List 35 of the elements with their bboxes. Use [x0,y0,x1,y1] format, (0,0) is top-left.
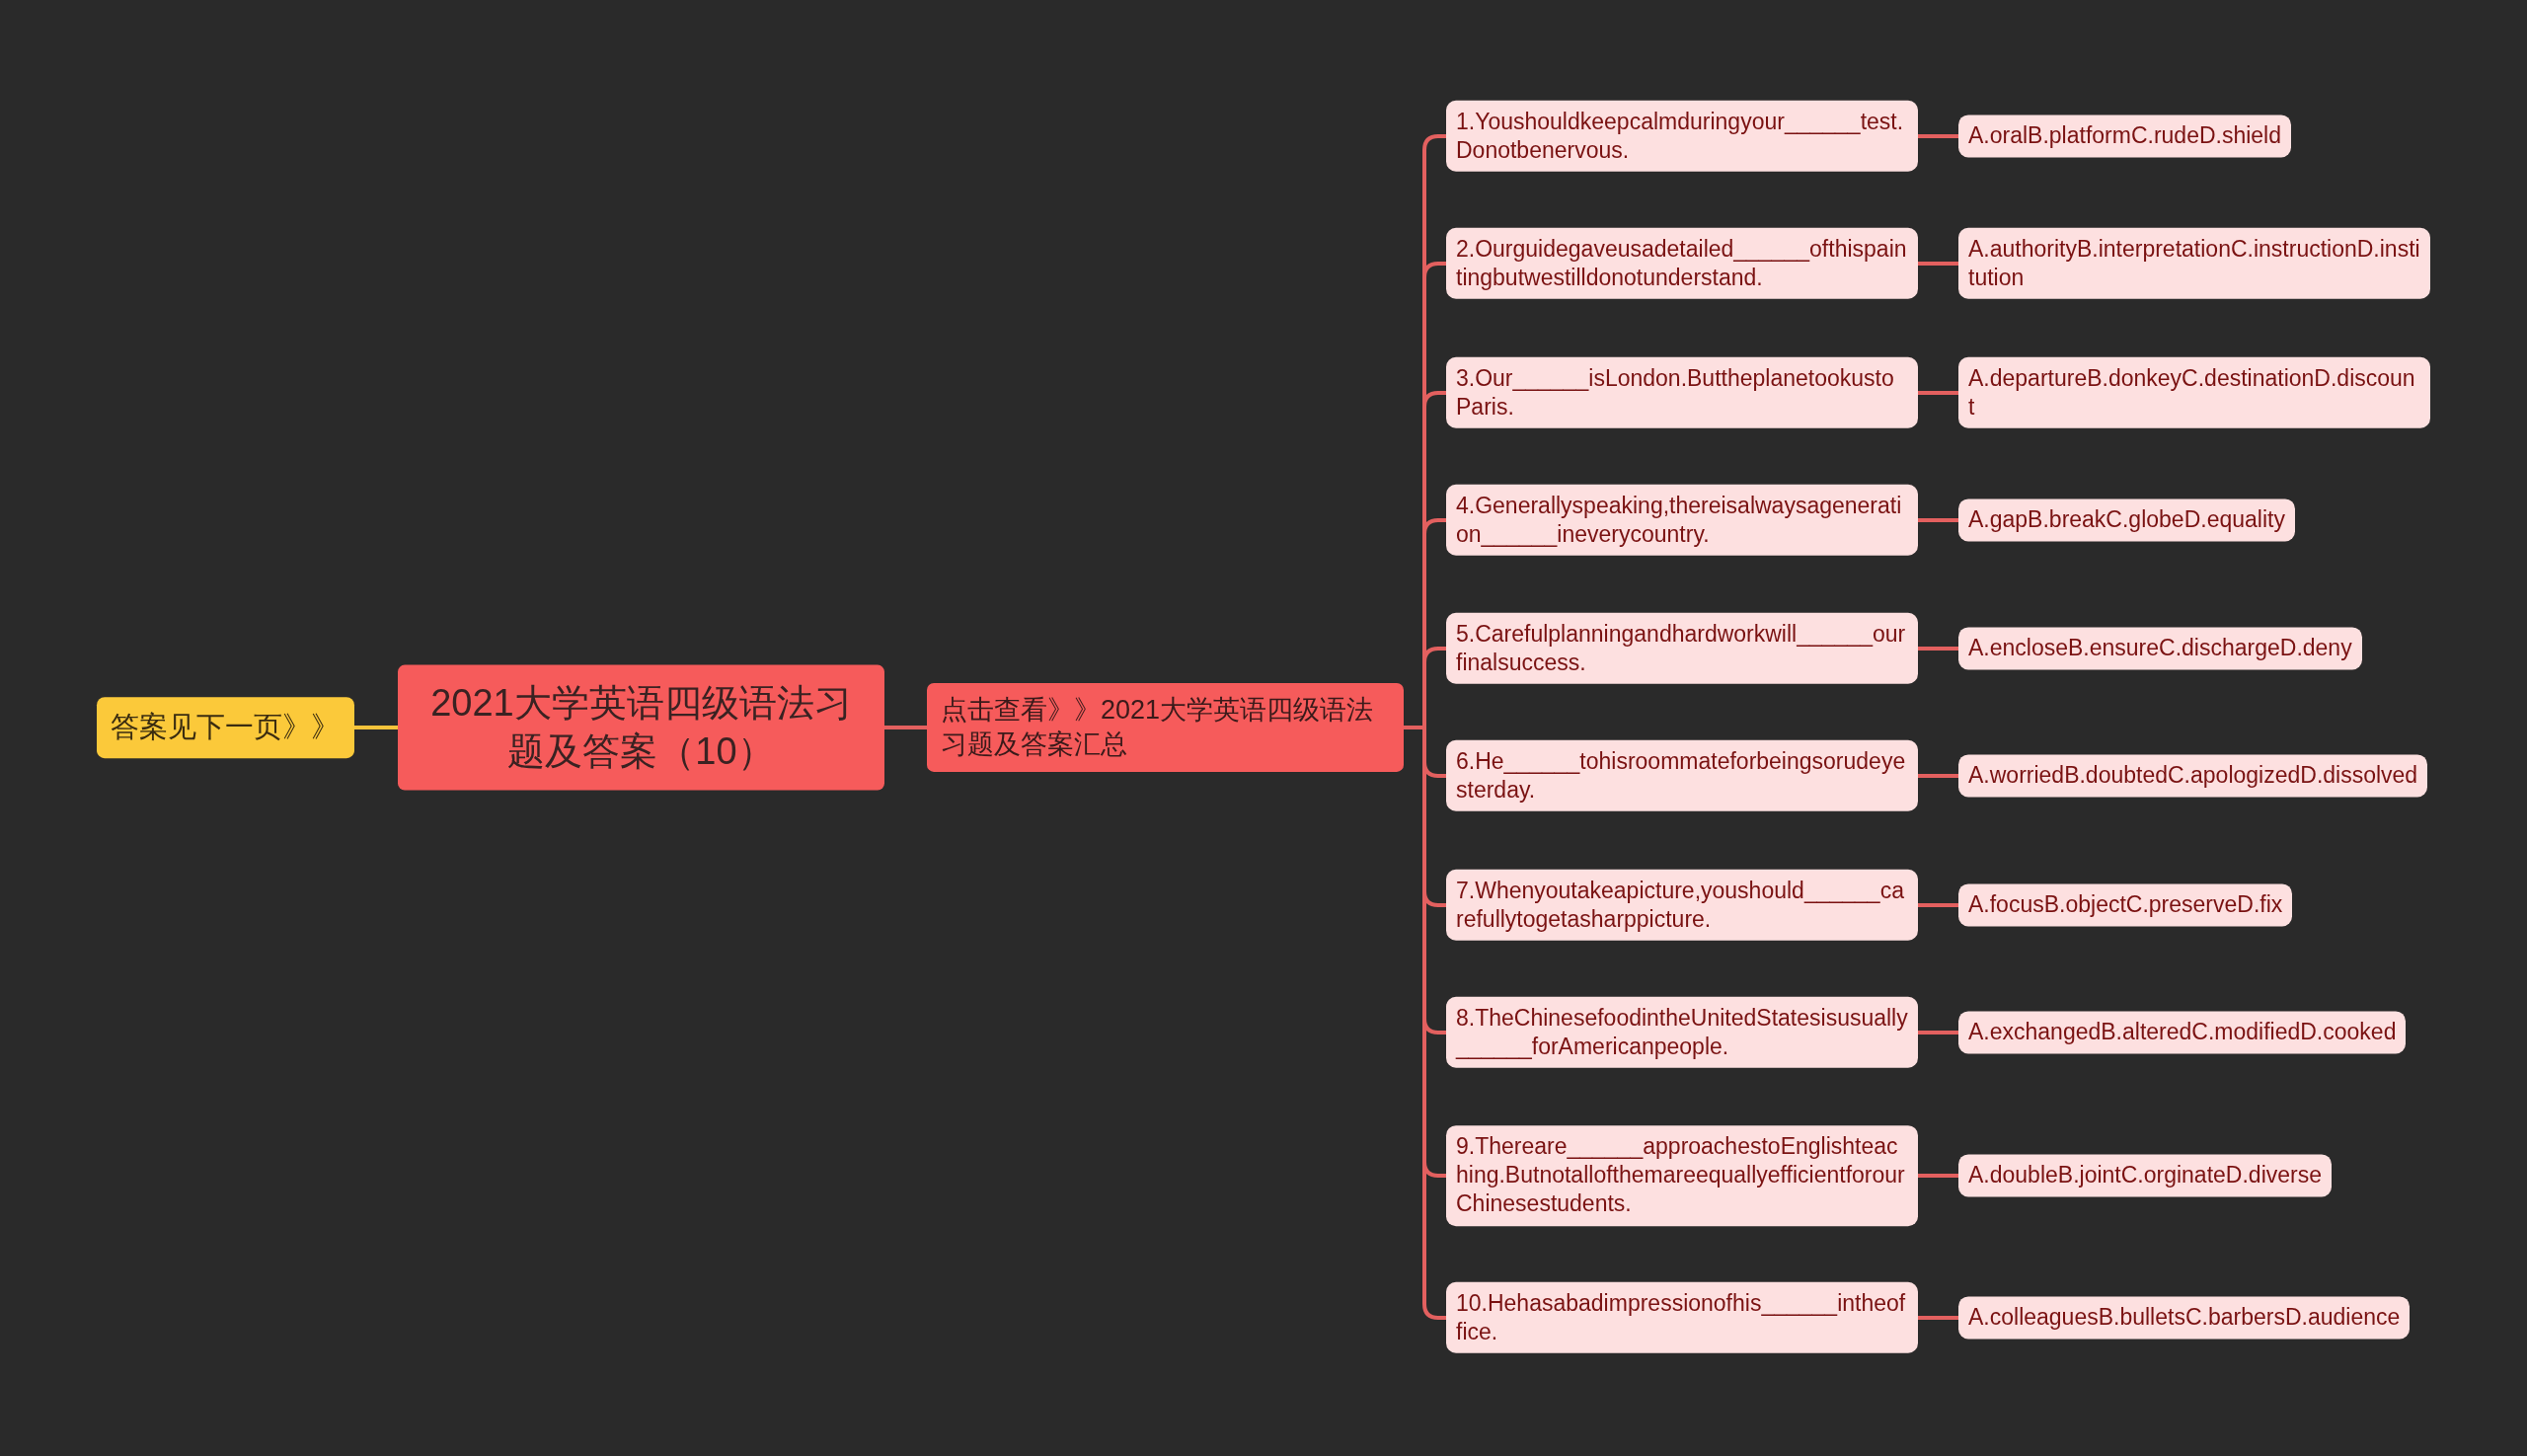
connector-line [354,726,398,729]
connector-line [1918,262,1958,266]
question-box: 7.Whenyoutakeapicture,youshould______carefullytogetasharppicture. [1446,869,1918,942]
answer-options-box: A.exchangedB.alteredC.modifiedD.cooked [1958,1011,2407,1054]
question-box: 6.He______tohisroommateforbeingsorudeyesterday. [1446,739,1918,812]
connector-line [1918,518,1958,522]
question-box: 3.Our______isLondon.ButtheplanetookustoParis. [1446,356,1918,429]
question-box: 2.Ourguidegaveusadetailed______ofthispaintingbutwestilldonotunderstand. [1446,227,1918,300]
question-box: 8.TheChinesefoodintheUnitedStatesisusually______forAmericanpeople. [1446,996,1918,1069]
answer-options-box: A.departureB.donkeyC.destinationD.discount [1958,356,2430,429]
answer-options-box: A.colleaguesB.bulletsC.barbersD.audience [1958,1296,2411,1340]
connector-line [1918,1174,1958,1178]
connector-line [1918,903,1958,907]
question-box: 9.Thereare______approachestoEnglishteaching.ButnotallofthemareequallyefficientforourChinesestudents. [1446,1125,1918,1226]
question-box: 10.Hehasabadimpressionofhis______intheoffice. [1446,1281,1918,1354]
answer-options-box: A.worriedB.doubtedC.apologizedD.dissolved [1958,754,2428,798]
connector-line [1918,647,1958,651]
connector-line [884,726,927,729]
question-box: 5.Carefulplanningandhardworkwill______ourfinalsuccess. [1446,612,1918,685]
answer-options-box: A.doubleB.jointC.orginateD.diverse [1958,1154,2332,1197]
answer-options-box: A.authorityB.interpretationC.instructionD.institution [1958,227,2430,300]
answer-options-box: A.encloseB.ensureC.dischargeD.deny [1958,627,2362,670]
connector-line [1918,1316,1958,1320]
note-box: 答案见下一页》》 [97,697,354,758]
answer-options-box: A.oralB.platformC.rudeD.shield [1958,115,2292,158]
question-box: 1.Youshouldkeepcalmduringyour______test.Donotbenervous. [1446,100,1918,173]
answer-options-box: A.focusB.objectC.preserveD.fix [1958,883,2293,927]
connector-line [1918,1031,1958,1035]
answer-options-box: A.gapB.breakC.globeD.equality [1958,498,2295,542]
connector-line [1918,134,1958,138]
central-topic-box: 2021大学英语四级语法习题及答案（10） [398,664,884,791]
question-box: 4.Generallyspeaking,thereisalwaysageneration______ineverycountry. [1446,484,1918,557]
topic-box: 点击查看》》2021大学英语四级语法习题及答案汇总 [927,682,1404,773]
connector-line [1918,774,1958,778]
connector-line [1918,391,1958,395]
